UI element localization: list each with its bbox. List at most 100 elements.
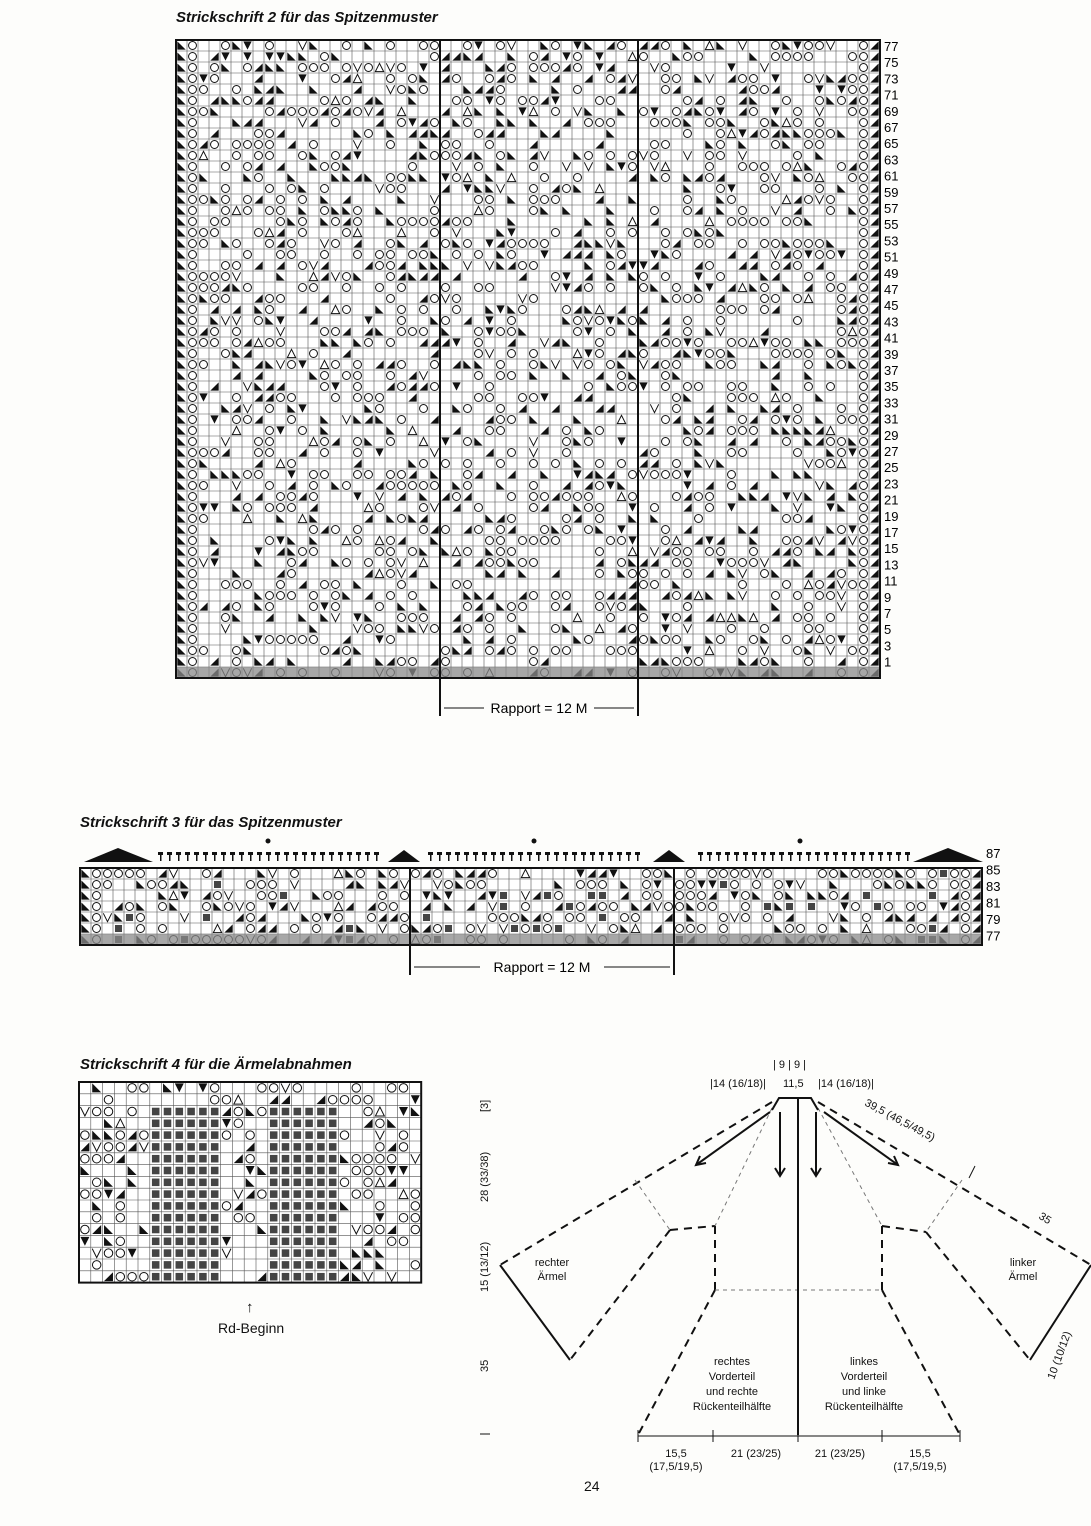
yarn-over-icon — [188, 580, 197, 589]
double-decrease-icon — [628, 261, 637, 270]
decrease-left-icon — [320, 338, 329, 347]
double-decrease-icon — [683, 481, 692, 490]
decrease-right-icon — [342, 217, 351, 226]
yarn-over-icon — [793, 261, 802, 270]
no-stitch-icon — [269, 1190, 278, 1198]
decrease-left-icon — [177, 316, 186, 325]
decrease-right-icon — [771, 547, 780, 556]
yarn-over-icon — [188, 85, 197, 94]
yarn-over-icon — [103, 1094, 114, 1105]
chart2-row-number: 29 — [884, 428, 898, 443]
yarn-over-icon — [496, 415, 505, 424]
yarn-over-icon — [254, 140, 263, 149]
decrease-left-icon — [826, 525, 835, 534]
yarn-over-icon — [749, 217, 758, 226]
yarn-over-icon — [188, 536, 197, 545]
decrease-right-icon — [408, 470, 417, 479]
increase-icon — [836, 458, 847, 469]
yarn-over-icon — [287, 492, 296, 501]
yarn-over-icon — [716, 272, 725, 281]
decrease-right-icon — [342, 327, 351, 336]
decrease-left-icon — [301, 913, 310, 922]
decrease-left-icon — [518, 569, 527, 578]
yarn-over-icon — [804, 239, 813, 248]
yarn-over-icon — [562, 184, 571, 193]
no-stitch-icon — [939, 869, 948, 878]
yarn-over-icon — [859, 151, 868, 160]
yarn-over-icon — [419, 459, 428, 468]
yarn-over-icon — [738, 415, 747, 424]
yarn-over-icon — [232, 415, 241, 424]
yarn-over-icon — [760, 129, 769, 138]
yarn-over-icon — [529, 63, 538, 72]
decrease-left-icon — [430, 129, 439, 138]
decrease-left-icon — [518, 624, 527, 633]
yarn-over-icon — [859, 173, 868, 182]
increase-icon — [616, 491, 627, 502]
double-decrease-icon — [562, 272, 571, 281]
double-decrease-icon — [485, 239, 494, 248]
yarn-over-icon — [430, 294, 439, 303]
decrease-left-icon — [837, 316, 846, 325]
decrease-right-icon — [870, 371, 879, 380]
yarn-over-icon — [694, 294, 703, 303]
yarn-over-icon — [188, 151, 197, 160]
yarn-over-icon — [749, 558, 758, 567]
no-stitch-icon — [598, 891, 607, 900]
increase-icon — [242, 513, 253, 524]
yarn-over-icon — [320, 206, 329, 215]
decrease-left-icon — [485, 305, 494, 314]
decrease-left-icon — [705, 327, 714, 336]
no-stitch-icon — [199, 1225, 207, 1234]
yarn-over-icon — [661, 338, 670, 347]
v-stitch-icon — [462, 261, 473, 271]
decrease-left-icon — [804, 470, 813, 479]
yarn-over-icon — [331, 107, 340, 116]
v-stitch-icon — [506, 41, 517, 51]
decrease-left-icon — [177, 437, 186, 446]
yarn-over-icon — [697, 902, 706, 911]
yarn-over-icon — [507, 250, 516, 259]
no-stitch-icon — [328, 1190, 337, 1198]
chart2-row-number: 53 — [884, 233, 898, 248]
yarn-over-icon — [199, 283, 208, 292]
decrease-right-icon — [221, 283, 230, 292]
double-decrease-icon — [840, 902, 849, 911]
yarn-over-icon — [510, 913, 519, 922]
yarn-over-icon — [617, 371, 626, 380]
yarn-over-icon — [485, 283, 494, 292]
decrease-right-icon — [320, 294, 329, 303]
decrease-left-icon — [463, 591, 472, 600]
double-decrease-icon — [174, 1083, 184, 1093]
decrease-right-icon — [463, 492, 472, 501]
double-decrease-icon — [793, 41, 802, 50]
yarn-over-icon — [452, 305, 461, 314]
yarn-over-icon — [705, 107, 714, 116]
no-stitch-icon — [187, 1237, 195, 1246]
increase-icon — [660, 161, 671, 172]
no-stitch-icon — [281, 1213, 290, 1222]
no-stitch-icon — [269, 1213, 278, 1222]
yarn-over-icon — [529, 503, 538, 512]
yarn-over-icon — [837, 305, 846, 314]
decrease-left-icon — [485, 184, 494, 193]
decrease-left-icon — [573, 635, 582, 644]
yarn-over-icon — [650, 503, 659, 512]
schema-right-sleeve-1: linker — [1010, 1257, 1037, 1269]
decrease-left-icon — [386, 129, 395, 138]
yarn-over-icon — [859, 415, 868, 424]
yarn-over-icon — [672, 74, 681, 83]
v-stitch-icon — [102, 913, 113, 923]
yarn-over-icon — [485, 140, 494, 149]
yarn-over-icon — [672, 635, 681, 644]
yarn-over-icon — [353, 217, 362, 226]
yarn-over-icon — [125, 869, 134, 878]
yarn-over-icon — [265, 184, 274, 193]
yarn-over-icon — [463, 41, 472, 50]
yarn-over-icon — [353, 360, 362, 369]
no-stitch-icon — [281, 1178, 290, 1187]
yarn-over-icon — [584, 360, 593, 369]
no-stitch-icon — [269, 1131, 278, 1139]
v-stitch-icon — [198, 558, 209, 568]
no-stitch-icon — [305, 1119, 313, 1128]
